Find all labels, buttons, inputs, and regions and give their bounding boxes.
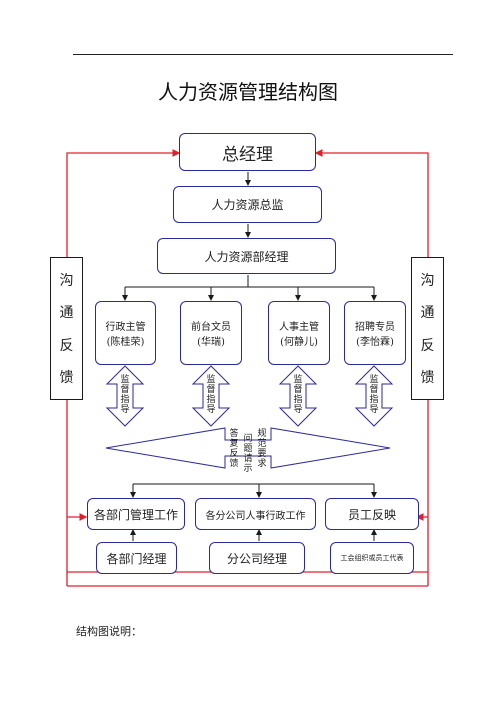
structure-note: 结构图说明： — [76, 625, 142, 638]
union-reps-box: 工会组织或员工代表 — [330, 542, 414, 574]
left-feedback-char: 馈 — [59, 369, 74, 386]
dept-managers-box: 各部门经理 — [96, 542, 177, 574]
right-feedback-char: 沟 — [420, 273, 435, 290]
supervise-char: 督 — [369, 385, 379, 395]
central-exchange-arrow — [105, 427, 391, 469]
supervise-char: 导 — [369, 405, 379, 415]
center-char: 反 — [229, 449, 239, 459]
hr-supervisor-title: 人事主管 — [279, 322, 319, 333]
center-char: 示 — [243, 464, 253, 474]
hr-director-label: 人力资源总监 — [211, 198, 284, 212]
center-char: 求 — [257, 459, 267, 469]
supervise-char: 督 — [120, 385, 130, 395]
supervise-char: 监 — [120, 375, 130, 385]
supervise-char: 导 — [120, 405, 130, 415]
page-title: 人力资源管理结构图 — [158, 80, 338, 104]
admin-supervisor-name: (陈桂荣) — [106, 337, 145, 348]
recruiter-name: (李怡霖) — [356, 337, 394, 348]
hr-manager-label: 人力资源部经理 — [204, 249, 289, 264]
supervise-arrows — [105, 365, 394, 427]
center-label-reply: 答 复 反 馈 — [228, 429, 240, 469]
dept-management-label: 各部门管理工作 — [93, 507, 178, 522]
branch-managers-box: 分公司经理 — [209, 542, 305, 574]
supervise-char: 指 — [206, 395, 216, 405]
center-char: 馈 — [229, 459, 239, 469]
center-char: 答 — [229, 429, 239, 439]
center-char: 复 — [229, 439, 239, 449]
center-char: 要 — [257, 449, 267, 459]
front-desk-title: 前台文员 — [191, 322, 231, 333]
supervise-char: 监 — [206, 375, 216, 385]
dept-managers-label: 各部门经理 — [106, 551, 167, 566]
hr-supervisor-name: (何静儿) — [280, 337, 318, 348]
supervise-char: 监 — [369, 375, 379, 385]
supervise-char: 导 — [206, 405, 216, 415]
center-char: 请 — [243, 454, 253, 464]
recruiter-box: 招聘专员 (李怡霖) — [344, 301, 406, 365]
left-feedback-char: 通 — [59, 305, 74, 322]
left-feedback-char: 沟 — [59, 273, 74, 290]
supervise-char: 督 — [293, 385, 303, 395]
right-feedback-char: 馈 — [420, 369, 435, 386]
union-reps-label: 工会组织或员工代表 — [340, 554, 404, 562]
supervise-char: 指 — [293, 395, 303, 405]
dept-management-box: 各部门管理工作 — [87, 498, 185, 530]
center-char: 规 — [257, 429, 267, 439]
supervise-char: 导 — [293, 405, 303, 415]
supervise-label-3: 监 督 指 导 — [292, 375, 304, 415]
center-char: 范 — [257, 439, 267, 449]
supervise-char: 督 — [206, 385, 216, 395]
branch-hr-label: 各分公司人事行政工作 — [205, 510, 306, 522]
supervise-label-1: 监 督 指 导 — [119, 375, 131, 415]
general-manager-box: 总经理 — [179, 133, 316, 171]
supervise-char: 指 — [120, 395, 130, 405]
front-desk-box: 前台文员 (华瑞) — [180, 301, 242, 365]
supervise-char: 监 — [293, 375, 303, 385]
center-label-request: 问 题 请 示 — [242, 434, 254, 474]
recruiter-title: 招聘专员 — [355, 322, 395, 333]
general-manager-label: 总经理 — [222, 144, 273, 165]
supervise-char: 指 — [369, 395, 379, 405]
front-desk-name: (华瑞) — [197, 337, 225, 348]
right-feedback-box: 沟 通 反 馈 — [411, 257, 444, 400]
center-char: 问 — [243, 434, 253, 444]
hr-supervisor-box: 人事主管 (何静儿) — [268, 301, 330, 365]
admin-supervisor-title: 行政主管 — [105, 322, 146, 333]
supervise-label-2: 监 督 指 导 — [205, 375, 217, 415]
center-label-standard: 规 范 要 求 — [256, 429, 268, 469]
right-feedback-char: 反 — [420, 337, 435, 354]
center-char: 题 — [243, 444, 253, 454]
hierarchy-connectors — [122, 172, 377, 541]
left-feedback-box: 沟 通 反 馈 — [50, 257, 83, 400]
hr-director-box: 人力资源总监 — [173, 186, 322, 223]
left-feedback-char: 反 — [59, 337, 74, 354]
supervise-label-4: 监 督 指 导 — [368, 375, 380, 415]
branch-managers-label: 分公司经理 — [226, 551, 287, 566]
staff-feedback-box: 员工反映 — [325, 498, 419, 530]
right-feedback-char: 通 — [420, 305, 435, 322]
branch-hr-box: 各分公司人事行政工作 — [195, 498, 316, 530]
staff-feedback-label: 员工反映 — [347, 507, 396, 522]
hr-manager-box: 人力资源部经理 — [157, 238, 336, 274]
header-rule — [73, 54, 453, 55]
admin-supervisor-box: 行政主管 (陈桂荣) — [95, 301, 156, 365]
